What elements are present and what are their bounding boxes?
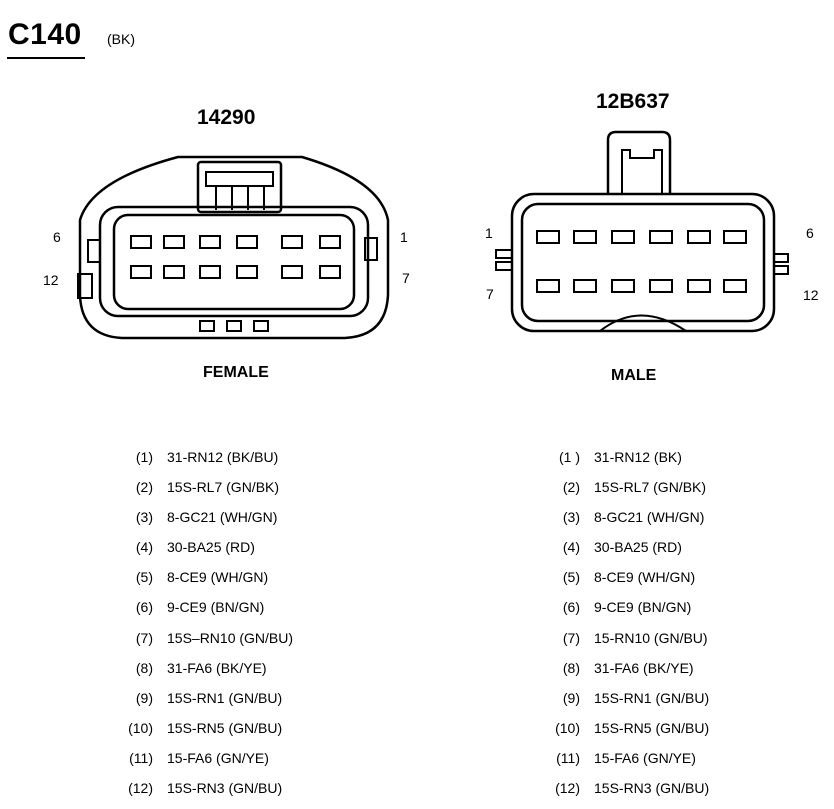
female-cavities (130, 235, 341, 279)
male-part-number: 12B637 (596, 90, 670, 113)
pin-circuit: 15-RN10 (GN/BU) (594, 629, 708, 646)
pin-circuit: 9-CE9 (BN/GN) (594, 599, 692, 616)
pin-circuit: 8-CE9 (WH/GN) (594, 569, 696, 586)
pin-circuit: 15S–RN10 (GN/BU) (167, 629, 294, 646)
female-connector-face (77, 155, 390, 340)
female-label: FEMALE (203, 364, 269, 381)
connector-color-code: (BK) (107, 31, 135, 47)
male-pin-row: (4) 30-BA25 (RD) (563, 538, 709, 568)
female-pin-label-top-left: 6 (53, 229, 61, 245)
female-pin-label-bottom-left: 12 (43, 272, 59, 288)
pin-number: (6) (562, 599, 580, 616)
pin-circuit: 15S-RL7 (GN/BK) (167, 479, 280, 496)
male-pin-row: (1 ) 31-RN12 (BK) (559, 448, 709, 478)
male-pin-row: (9) 15S-RN1 (GN/BU) (563, 689, 710, 719)
pin-circuit: 8-GC21 (WH/GN) (167, 509, 278, 526)
female-pin-row: (2) 15S-RL7 (GN/BK) (136, 478, 293, 508)
male-pin-row: (10) 15S-RN5 (GN/BU) (555, 719, 710, 749)
female-pin-row: (1) 31-RN12 (BK/BU) (136, 448, 293, 478)
female-pin-row: (12) 15S-RN3 (GN/BU) (128, 779, 293, 809)
female-inner-wall (98, 205, 370, 318)
male-pin-label-bottom-left: 7 (486, 286, 494, 302)
pin-circuit: 15S-RN3 (GN/BU) (167, 780, 283, 797)
female-pin-row: (9) 15S-RN1 (GN/BU) (136, 689, 293, 719)
pin-circuit: 15S-RN5 (GN/BU) (167, 719, 283, 736)
pin-circuit: 30-BA25 (RD) (594, 539, 682, 556)
pin-number: (7) (135, 629, 153, 646)
pin-number: (11) (129, 749, 153, 766)
female-pin-row: (7) 15S–RN10 (GN/BU) (136, 629, 294, 659)
pin-number: (9) (135, 689, 153, 706)
pin-number: (1) (135, 449, 153, 465)
pin-number: (2) (562, 479, 580, 496)
female-pinout-table: (1) 31-RN12 (BK/BU) (2) 15S-RL7 (GN/BK) (3) 8… (128, 448, 294, 809)
pin-circuit: 30-BA25 (RD) (167, 539, 255, 556)
male-pin-label-top-left: 1 (485, 225, 493, 241)
female-pin-row: (6) 9-CE9 (BN/GN) (136, 598, 293, 628)
connector-id: C140 (8, 18, 82, 51)
female-housing-outline (78, 155, 390, 340)
male-pin-row: (3) 8-GC21 (WH/GN) (563, 508, 709, 538)
pin-number: (10) (128, 719, 153, 736)
pin-number: (7) (562, 629, 580, 646)
female-part-number: 14290 (197, 106, 256, 129)
pin-number: (8) (135, 659, 153, 676)
female-pin-row: (4) 30-BA25 (RD) (136, 538, 293, 568)
female-pin-row: (10) 15S-RN5 (GN/BU) (128, 719, 293, 749)
pin-circuit: 31-RN12 (BK) (594, 449, 682, 465)
pin-number: (4) (135, 539, 153, 556)
pin-number: (2) (135, 479, 153, 496)
pin-circuit: 15S-RN5 (GN/BU) (594, 719, 710, 736)
male-pin-row: (2) 15S-RL7 (GN/BK) (563, 478, 709, 508)
male-latch (606, 130, 672, 194)
male-pin-row: (5) 8-CE9 (WH/GN) (563, 568, 709, 598)
pin-circuit: 15-FA6 (GN/YE) (594, 749, 696, 766)
male-pin-label-bottom-right: 12 (803, 287, 819, 303)
pin-circuit: 15S-RL7 (GN/BK) (594, 479, 707, 496)
pin-number: (3) (135, 509, 153, 526)
pin-circuit: 15S-RN1 (GN/BU) (594, 689, 710, 706)
pin-number: (9) (562, 689, 580, 706)
pin-number: (5) (562, 569, 580, 586)
title-underline (7, 57, 85, 59)
female-pin-label-bottom-right: 7 (402, 270, 410, 286)
male-label: MALE (611, 367, 657, 384)
male-pin-row: (12) 15S-RN3 (GN/BU) (555, 779, 710, 809)
pin-number: (12) (555, 780, 580, 797)
female-pin-row: (5) 8-CE9 (WH/GN) (136, 568, 293, 598)
pin-circuit: 15-FA6 (GN/YE) (167, 749, 269, 766)
male-connector-face (495, 130, 789, 333)
male-pin-label-top-right: 6 (806, 225, 814, 241)
pin-circuit: 31-FA6 (BK/YE) (594, 659, 694, 676)
male-pin-row: (8) 31-FA6 (BK/YE) (563, 659, 709, 689)
pin-number: (3) (562, 509, 580, 526)
male-pin-row: (6) 9-CE9 (BN/GN) (563, 598, 709, 628)
pin-circuit: 31-RN12 (BK/BU) (167, 449, 279, 465)
pin-number: (11) (556, 749, 580, 766)
pin-circuit: 8-CE9 (WH/GN) (167, 569, 269, 586)
male-pin-row: (7) 15-RN10 (GN/BU) (563, 629, 709, 659)
pin-number: (5) (135, 569, 153, 586)
pin-circuit: 15S-RN3 (GN/BU) (594, 780, 710, 797)
pin-circuit: 31-FA6 (BK/YE) (167, 659, 267, 676)
male-housing-outline (510, 192, 776, 333)
pin-number: (10) (555, 719, 580, 736)
pin-circuit: 15S-RN1 (GN/BU) (167, 689, 283, 706)
male-pinout-table: (1 ) 31-RN12 (BK) (2) 15S-RL7 (GN/BK) (3) 8-G… (555, 448, 710, 809)
pin-number: (8) (562, 659, 580, 676)
pin-circuit: 9-CE9 (BN/GN) (167, 599, 265, 616)
female-pin-row: (8) 31-FA6 (BK/YE) (136, 659, 293, 689)
pin-number: (4) (562, 539, 580, 556)
female-latch (196, 160, 283, 214)
pin-number: (6) (135, 599, 153, 616)
male-pin-row: (11) 15-FA6 (GN/YE) (556, 749, 709, 779)
female-pin-row: (11) 15-FA6 (GN/YE) (129, 749, 293, 779)
female-pin-label-top-right: 1 (400, 229, 408, 245)
female-pin-row: (3) 8-GC21 (WH/GN) (136, 508, 293, 538)
male-terminals (536, 230, 747, 293)
pin-circuit: 8-GC21 (WH/GN) (594, 509, 705, 526)
pin-number: (12) (128, 780, 153, 797)
pin-number: (1 ) (559, 449, 580, 465)
